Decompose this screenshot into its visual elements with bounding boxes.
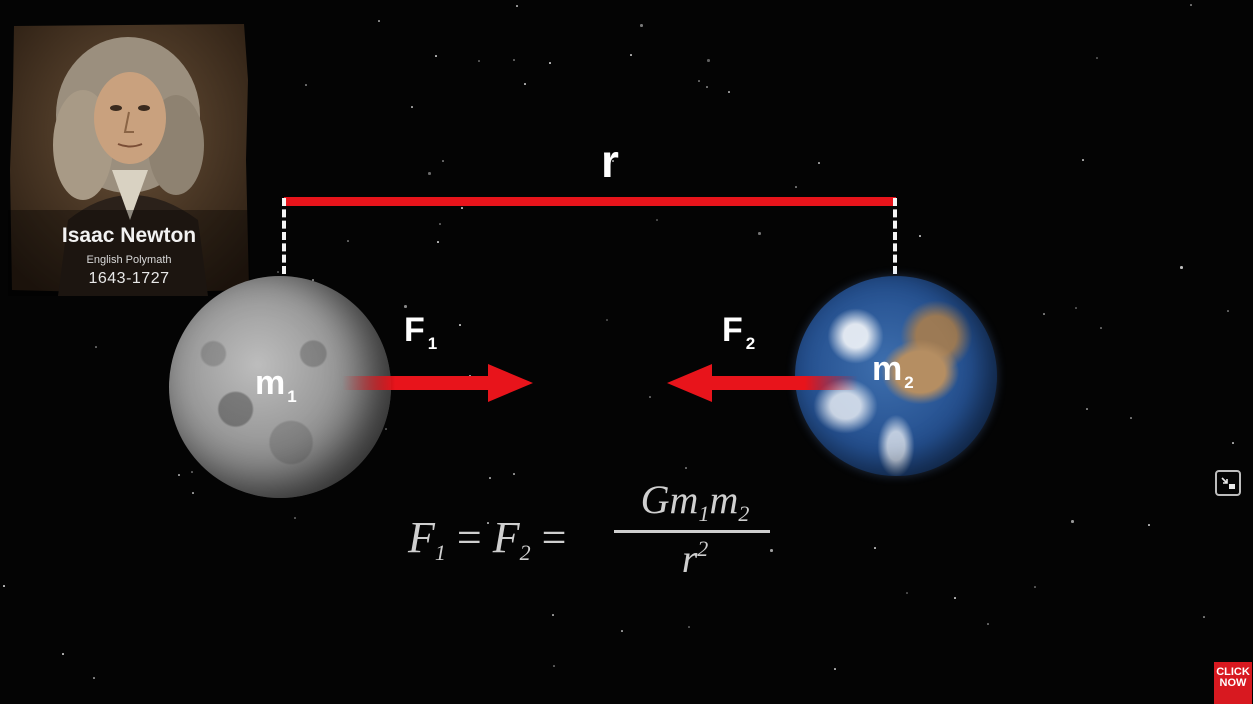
star xyxy=(513,473,515,475)
star xyxy=(489,477,491,479)
distance-tick-left xyxy=(282,198,290,274)
picture-in-picture-icon[interactable] xyxy=(1215,470,1241,496)
distance-label: r xyxy=(601,135,619,187)
star xyxy=(385,428,387,430)
star xyxy=(728,91,730,93)
star xyxy=(954,597,956,599)
star xyxy=(1148,524,1150,526)
formula-lhs: F1 = F2 = xyxy=(408,513,567,565)
star xyxy=(500,528,502,530)
formula-fraction-bar xyxy=(614,530,770,533)
star xyxy=(178,474,180,476)
portrait-subtitle: English Polymath xyxy=(86,254,172,266)
star xyxy=(191,471,193,473)
star xyxy=(428,172,431,175)
star xyxy=(277,271,279,273)
star xyxy=(459,324,461,326)
star xyxy=(95,346,97,348)
star xyxy=(411,106,413,108)
star xyxy=(706,86,708,88)
star xyxy=(612,160,614,162)
portrait-years: 1643-1727 xyxy=(88,270,170,287)
star xyxy=(93,677,95,679)
star xyxy=(1082,159,1084,161)
distance-tick-right xyxy=(893,198,901,274)
star xyxy=(630,54,632,56)
star xyxy=(524,83,526,85)
star xyxy=(919,235,921,237)
star xyxy=(3,585,5,587)
star xyxy=(1180,266,1183,269)
star xyxy=(549,62,551,64)
star xyxy=(553,665,555,667)
star xyxy=(1232,442,1234,444)
star xyxy=(478,60,480,62)
formula-numerator: Gm1m2 xyxy=(640,477,750,526)
star xyxy=(770,549,773,552)
star xyxy=(707,59,710,62)
star xyxy=(698,80,700,82)
star xyxy=(312,279,314,281)
star xyxy=(294,517,296,519)
star xyxy=(437,241,439,243)
star xyxy=(1043,313,1045,315)
star xyxy=(192,492,194,494)
gravitation-formula: F1 = F2 = Gm1m2 r2 xyxy=(408,480,788,600)
star xyxy=(649,396,651,398)
star xyxy=(347,240,349,242)
star xyxy=(818,162,820,164)
portrait-image xyxy=(8,24,250,296)
star xyxy=(1086,408,1088,410)
star xyxy=(1075,307,1077,309)
star xyxy=(1130,417,1132,419)
star xyxy=(1096,57,1098,59)
star xyxy=(656,219,658,221)
formula-denominator: r2 xyxy=(681,536,709,581)
star xyxy=(442,160,444,162)
arrow-f2 xyxy=(667,364,858,402)
star xyxy=(685,467,687,469)
star xyxy=(487,522,489,524)
arrow-f1 xyxy=(342,364,533,402)
star xyxy=(378,20,380,22)
star xyxy=(906,592,908,594)
star xyxy=(62,653,64,655)
star xyxy=(404,305,407,308)
newton-portrait-card: Isaac Newton English Polymath 1643-1727 xyxy=(8,20,250,296)
star xyxy=(688,626,690,628)
distance-bar xyxy=(284,197,896,206)
star xyxy=(513,59,515,61)
star xyxy=(834,668,836,670)
star xyxy=(439,223,441,225)
star xyxy=(606,319,608,321)
star xyxy=(987,623,989,625)
star xyxy=(461,207,463,209)
star xyxy=(1100,327,1102,329)
portrait-name: Isaac Newton xyxy=(61,224,197,247)
star xyxy=(874,547,876,549)
star xyxy=(640,24,643,27)
star xyxy=(621,630,623,632)
star xyxy=(795,186,797,188)
star xyxy=(516,5,518,7)
star xyxy=(1203,616,1205,618)
star xyxy=(469,375,471,377)
star xyxy=(1227,310,1229,312)
star xyxy=(1071,520,1074,523)
star xyxy=(1034,586,1036,588)
star xyxy=(305,84,307,86)
star xyxy=(435,55,437,57)
star xyxy=(552,614,554,616)
click-now-badge[interactable]: CLICK NOW xyxy=(1214,662,1252,704)
star xyxy=(758,232,761,235)
star xyxy=(1190,4,1192,6)
